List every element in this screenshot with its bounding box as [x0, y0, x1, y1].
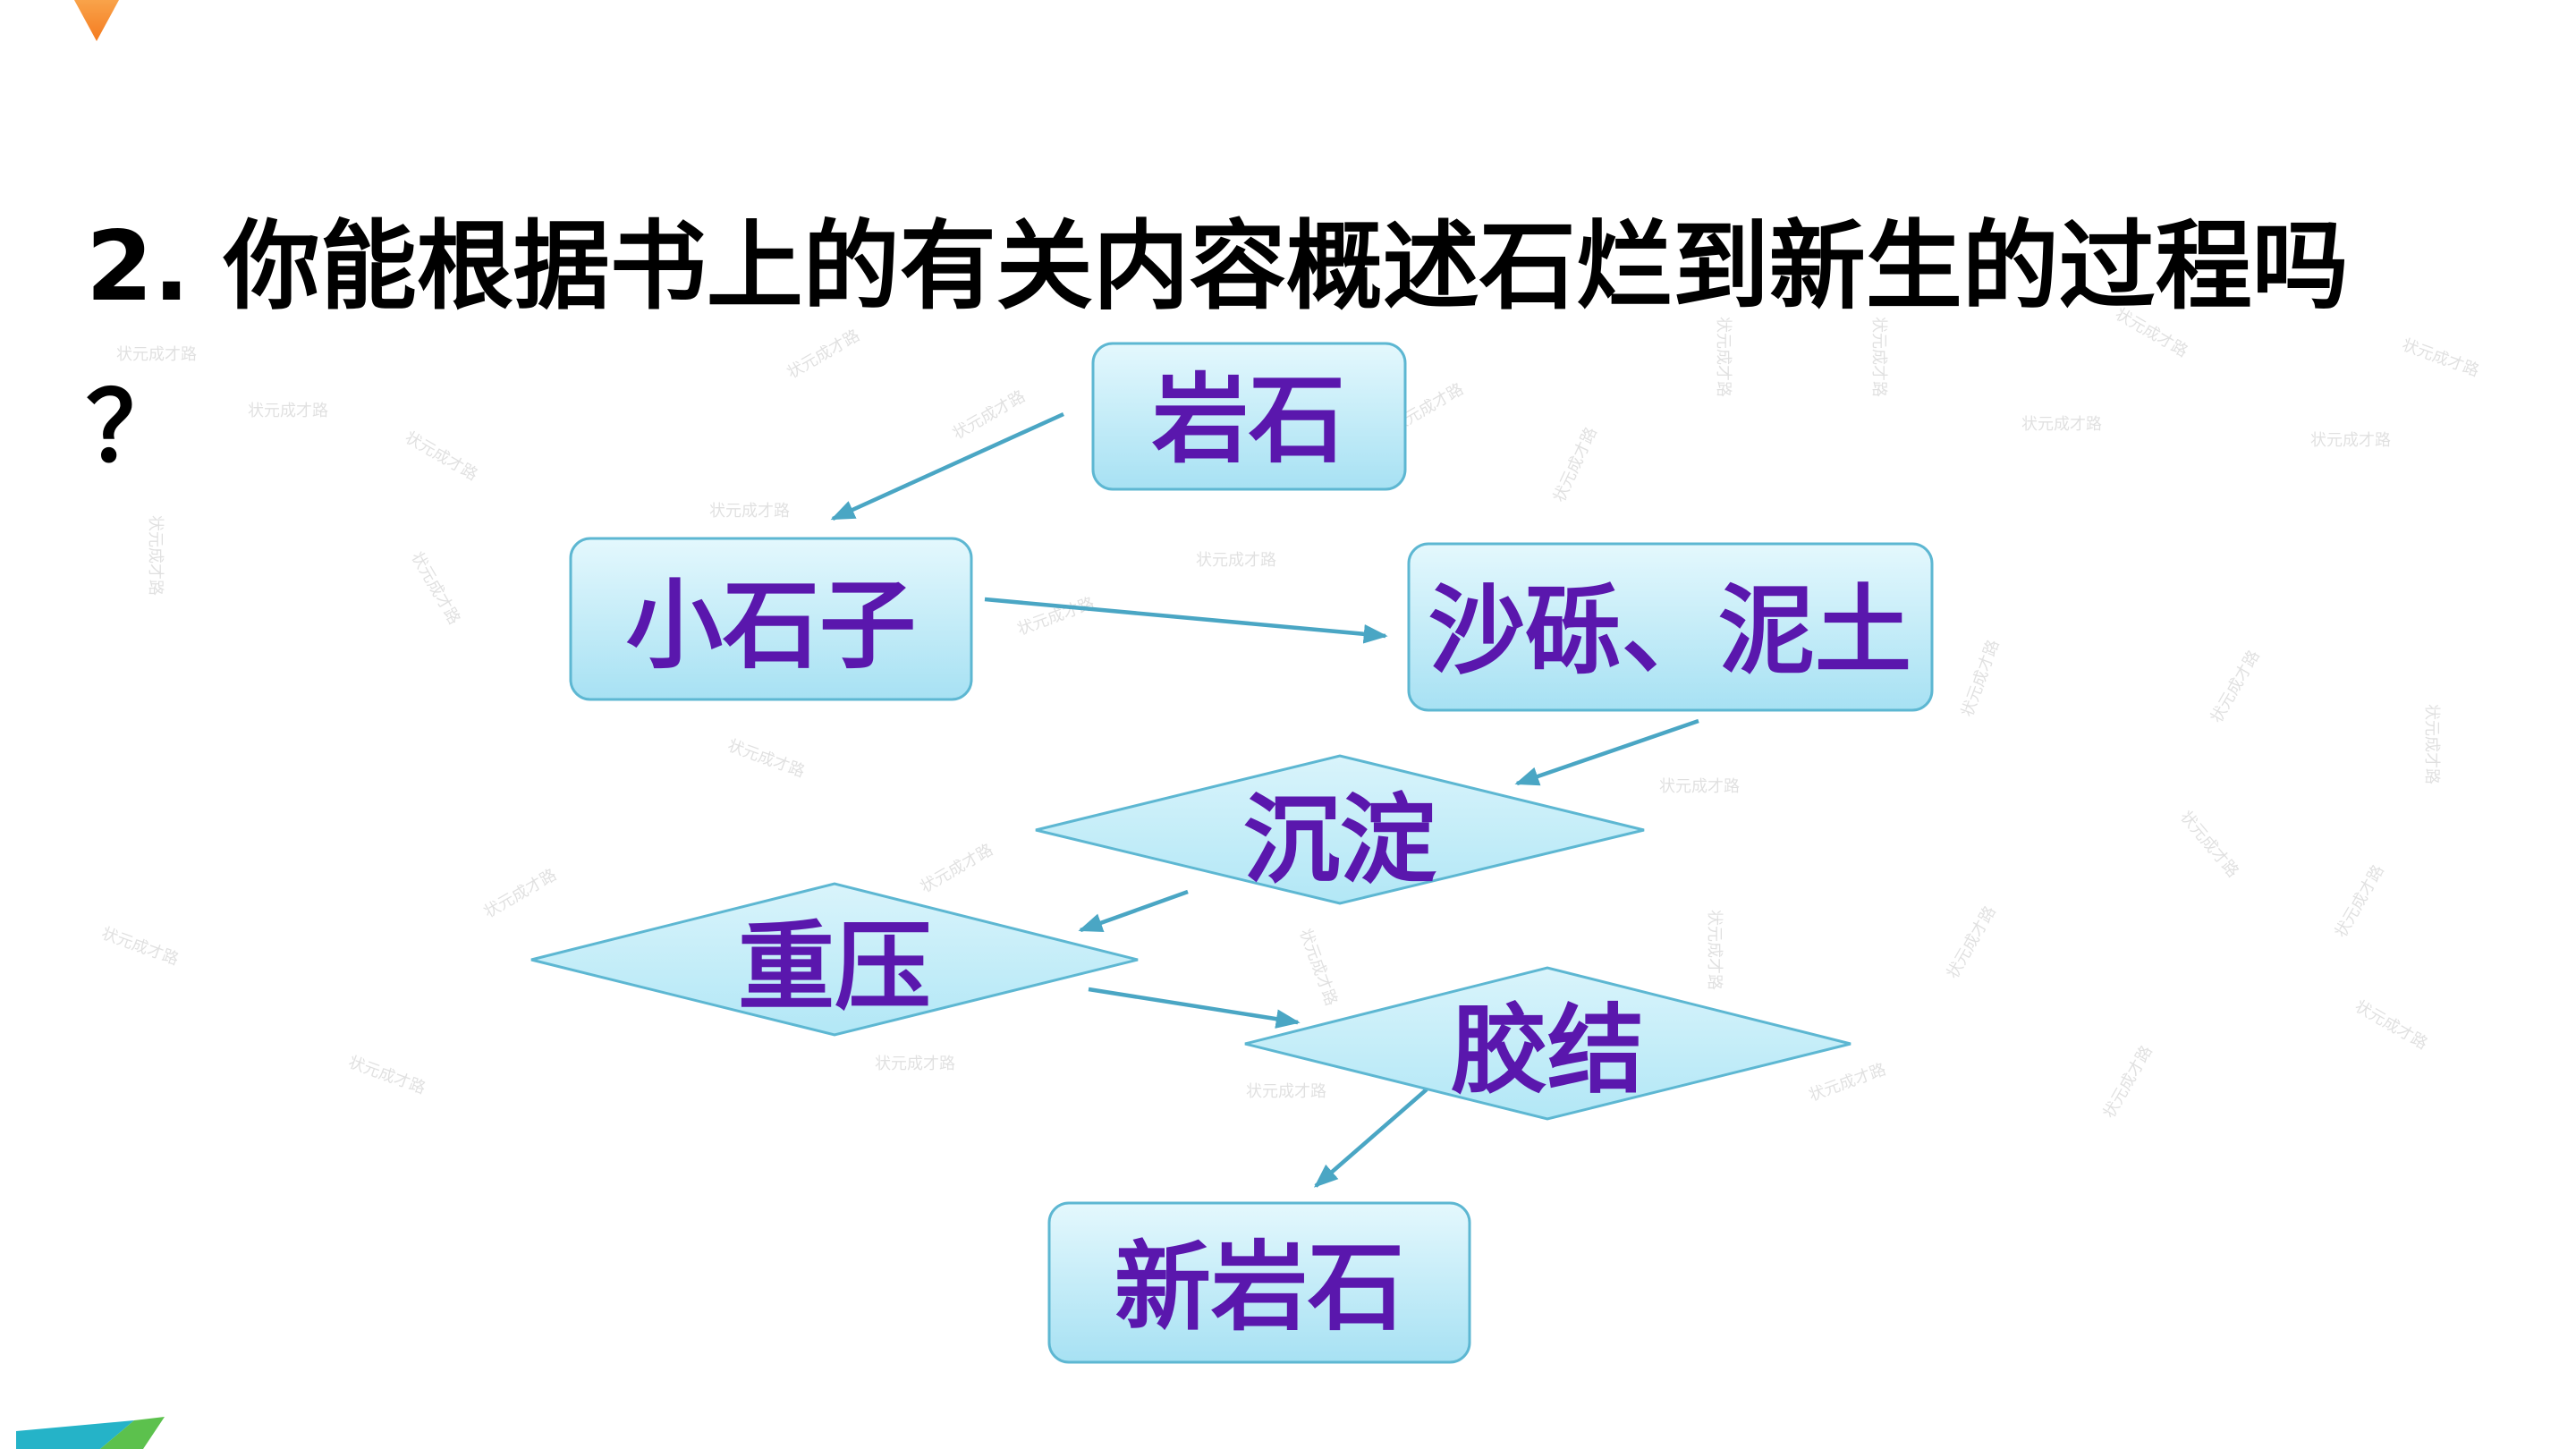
- orange-triangle-decoration: [74, 0, 119, 41]
- node-sand-soil-label: 沙砾、泥土: [1428, 576, 1911, 688]
- node-sedimentation-label: 沉淀: [1243, 785, 1436, 897]
- watermark-text: 状元成才路: [2021, 415, 2102, 434]
- flow-arrow-0-to-1: [830, 411, 1064, 521]
- watermark-text: 状元成才路: [709, 502, 790, 521]
- node-sand-soil-box: [1407, 542, 1934, 712]
- watermark-text: 状元成才路: [1196, 551, 1276, 570]
- teal-wedge-decoration: [16, 1420, 134, 1449]
- slide-title: 2. 你能根据书上的有关内容概述石烂到新生的过程吗 ？: [86, 187, 2349, 509]
- node-rock-box: [1091, 342, 1407, 491]
- node-rock-label: 岩石: [1152, 365, 1345, 477]
- node-cementation-label: 胶结: [1451, 996, 1644, 1107]
- node-sedimentation-diamond: [1035, 754, 1645, 905]
- flow-arrow-1-to-2: [984, 597, 1388, 644]
- flow-arrows: [830, 411, 1699, 1188]
- flow-arrow-3-to-4: [1078, 889, 1189, 933]
- title-line-2: ？: [86, 372, 183, 484]
- node-pebbles-label: 小石子: [626, 571, 916, 682]
- node-rock: 岩石: [1091, 342, 1407, 491]
- node-pebbles-box: [569, 537, 973, 701]
- node-cementation-diamond: [1244, 966, 1852, 1121]
- green-wedge-decoration: [100, 1417, 165, 1449]
- watermark-text: 状元成才路: [248, 402, 328, 420]
- watermark-text: 状元成才路: [1659, 777, 1740, 796]
- flow-arrow-5-to-6: [1313, 1088, 1428, 1188]
- watermark-text: 状元成才路: [1246, 1082, 1326, 1101]
- node-new-rock-box: [1047, 1201, 1471, 1364]
- watermark-text: 状元成才路: [116, 345, 197, 364]
- node-compaction: 重压: [530, 882, 1139, 1037]
- flow-arrow-2-to-3: [1514, 718, 1699, 786]
- flow-arrow-4-to-5: [1088, 987, 1301, 1029]
- node-sedimentation: 沉淀: [1035, 754, 1645, 905]
- watermark-text: 状元成才路: [2310, 431, 2391, 450]
- watermark-text: 状元成才路: [875, 1055, 955, 1073]
- node-new-rock-label: 新岩石: [1114, 1233, 1404, 1344]
- node-sand-soil: 沙砾、泥土: [1407, 542, 1934, 712]
- node-compaction-diamond: [530, 882, 1139, 1037]
- node-compaction-label: 重压: [738, 912, 931, 1024]
- node-cementation: 胶结: [1244, 966, 1852, 1121]
- node-pebbles: 小石子: [569, 537, 973, 701]
- title-line-1: 2. 你能根据书上的有关内容概述石烂到新生的过程吗: [86, 211, 2349, 323]
- node-new-rock: 新岩石: [1047, 1201, 1471, 1364]
